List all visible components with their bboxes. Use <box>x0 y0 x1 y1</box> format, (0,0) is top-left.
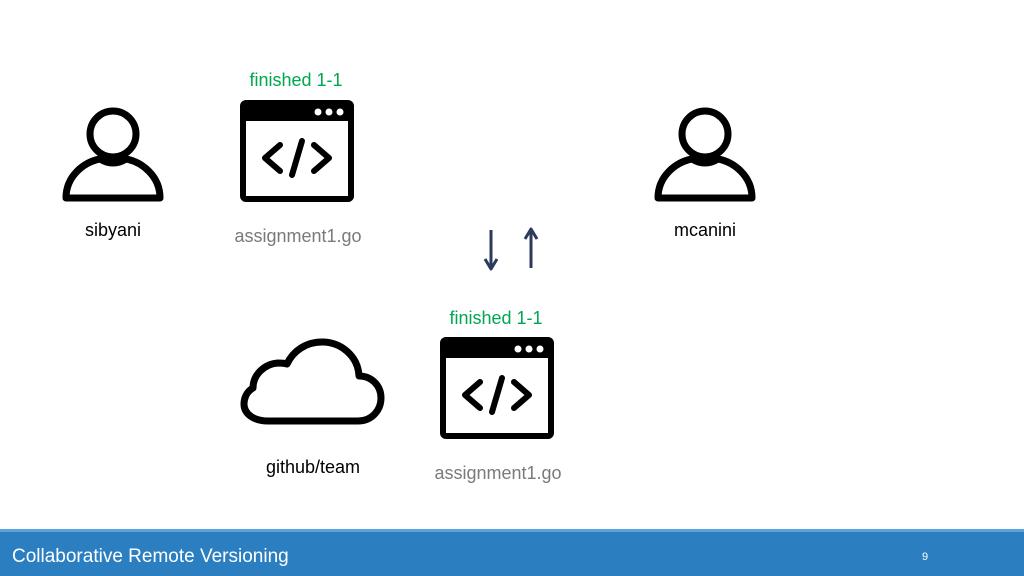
user-name-sibyani: sibyani <box>84 220 142 240</box>
page-number: 9 <box>922 551 929 563</box>
arrow-up-icon <box>522 226 540 270</box>
cloud-icon <box>240 336 386 428</box>
user-icon <box>652 104 758 202</box>
remote-label: github/team <box>265 457 361 477</box>
code-window-icon <box>440 337 554 439</box>
code-window-icon <box>240 100 354 202</box>
remote-file-status: finished 1-1 <box>449 308 543 328</box>
user-icon <box>60 104 166 202</box>
local-file-status: finished 1-1 <box>249 70 343 90</box>
arrow-down-icon <box>482 228 500 272</box>
user-name-mcanini: mcanini <box>673 220 737 240</box>
remote-filename: assignment1.go <box>434 463 562 483</box>
footer-title: Collaborative Remote Versioning <box>12 546 289 567</box>
footer-bar <box>0 529 1024 576</box>
footer-divider <box>0 529 1024 532</box>
local-filename: assignment1.go <box>234 226 362 246</box>
